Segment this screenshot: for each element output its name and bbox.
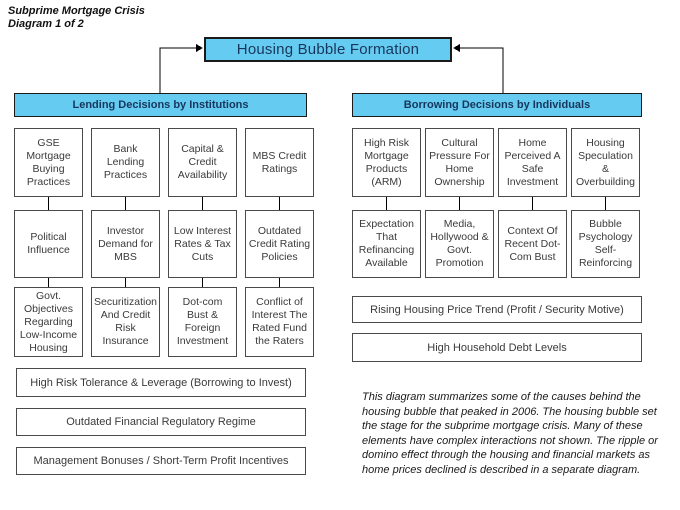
diagram-label-line1: Subprime Mortgage Crisis (8, 5, 145, 17)
cause-box-borrowing-r2c2: Media, Hollywood & Govt. Promotion (425, 210, 494, 278)
borrowing-wide-box-2: High Household Debt Levels (352, 333, 642, 362)
summary-note: This diagram summarizes some of the caus… (362, 391, 658, 476)
cause-box-lending-r3c2: Securitization And Credit Risk Insurance (91, 287, 160, 357)
lending-wide-box-3: Management Bonuses / Short-Term Profit I… (16, 447, 306, 475)
cause-box-borrowing-r2c4: Bubble Psychology Self-Reinforcing (571, 210, 640, 278)
lending-header: Lending Decisions by Institutions (14, 93, 307, 117)
cause-box-lending-r3c4: Conflict of Interest The Rated Fund the … (245, 287, 314, 357)
cause-box-borrowing-r2c3: Context Of Recent Dot-Com Bust (498, 210, 567, 278)
cause-box-borrowing-r1c3: Home Perceived A Safe Investment (498, 128, 567, 197)
diagram-label-line2: Diagram 1 of 2 (8, 18, 84, 30)
borrowing-wide-box-1: Rising Housing Price Trend (Profit / Sec… (352, 296, 642, 323)
cause-box-lending-r1c4: MBS Credit Ratings (245, 128, 314, 197)
cause-box-borrowing-r1c1: High Risk Mortgage Products (ARM) (352, 128, 421, 197)
cause-box-lending-r2c1: Political Influence (14, 210, 83, 278)
title-box: Housing Bubble Formation (204, 37, 452, 62)
cause-box-lending-r1c1: GSE Mortgage Buying Practices (14, 128, 83, 197)
cause-box-lending-r2c3: Low Interest Rates & Tax Cuts (168, 210, 237, 278)
cause-box-borrowing-r1c2: Cultural Pressure For Home Ownership (425, 128, 494, 197)
cause-box-lending-r1c2: Bank Lending Practices (91, 128, 160, 197)
borrowing-header: Borrowing Decisions by Individuals (352, 93, 642, 117)
cause-box-lending-r2c4: Outdated Credit Rating Policies (245, 210, 314, 278)
cause-box-lending-r3c3: Dot-com Bust & Foreign Investment (168, 287, 237, 357)
cause-box-lending-r3c1: Govt. Objectives Regarding Low-Income Ho… (14, 287, 83, 357)
diagram-label: Subprime Mortgage Crisis Diagram 1 of 2 (8, 5, 145, 31)
cause-box-borrowing-r2c1: Expectation That Refinancing Available (352, 210, 421, 278)
lending-wide-box-2: Outdated Financial Regulatory Regime (16, 408, 306, 436)
lending-wide-box-1: High Risk Tolerance & Leverage (Borrowin… (16, 368, 306, 397)
cause-box-lending-r1c3: Capital & Credit Availability (168, 128, 237, 197)
cause-box-borrowing-r1c4: Housing Speculation & Overbuilding (571, 128, 640, 197)
cause-box-lending-r2c2: Investor Demand for MBS (91, 210, 160, 278)
